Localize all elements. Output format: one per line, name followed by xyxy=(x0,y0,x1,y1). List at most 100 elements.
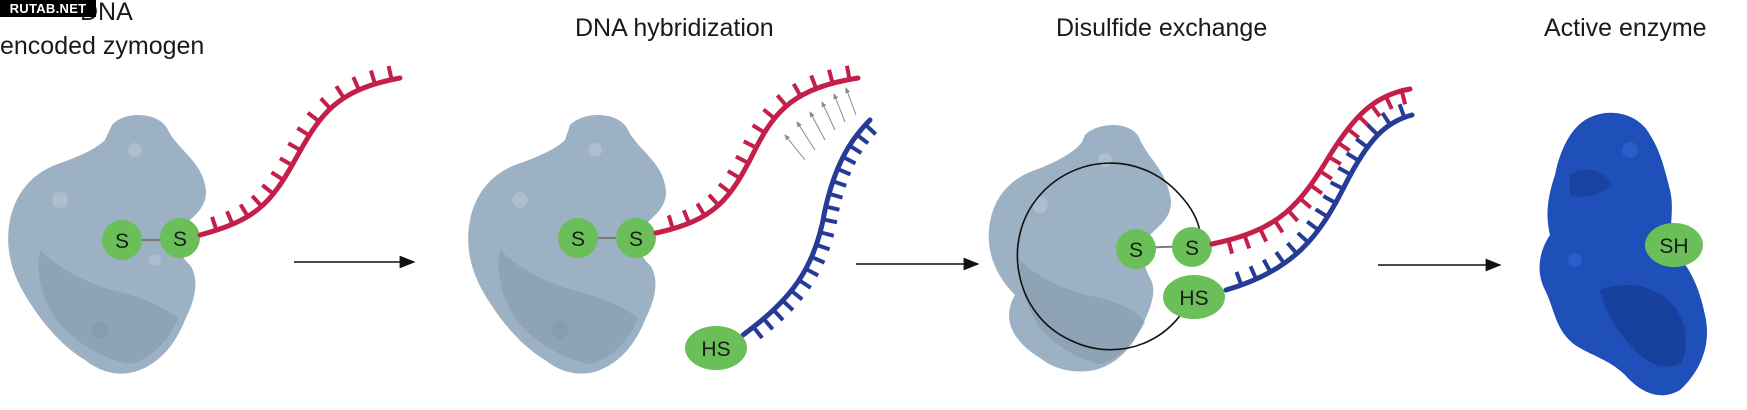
dna-base-tick xyxy=(1366,123,1380,137)
thiol-s-2b: S xyxy=(616,218,656,258)
thiol-s-3a: S xyxy=(1116,229,1156,269)
dna-base-tick xyxy=(681,209,691,224)
svg-text:S: S xyxy=(115,230,129,253)
dna-base-tick xyxy=(270,170,285,182)
dna-base-tick xyxy=(822,217,838,225)
dna-base-tick xyxy=(306,111,321,123)
svg-text:S: S xyxy=(571,228,585,251)
thiol-hs-3: HS xyxy=(1163,275,1225,319)
stage3-title: Disulfide exchange xyxy=(1056,14,1267,42)
dna-base-tick xyxy=(1399,90,1408,105)
dna-strand-red-1 xyxy=(197,65,403,238)
dna-base-tick xyxy=(775,93,788,108)
dna-base-tick xyxy=(1369,103,1382,118)
dna-base-tick xyxy=(695,202,707,217)
dna-base-tick xyxy=(1298,196,1313,210)
svg-text:S: S xyxy=(629,228,643,251)
dna-base-tick xyxy=(751,123,766,135)
svg-text:S: S xyxy=(1129,239,1143,262)
svg-text:HS: HS xyxy=(1179,287,1208,310)
svg-text:S: S xyxy=(1185,237,1199,260)
dna-base-tick xyxy=(287,141,302,152)
dna-base-tick xyxy=(1346,127,1361,140)
stage2-title: DNA hybridization xyxy=(575,14,774,42)
dna-base-tick xyxy=(855,133,870,145)
dna-base-tick xyxy=(809,74,819,90)
dna-base-tick xyxy=(1384,95,1394,110)
svg-text:HS: HS xyxy=(701,338,730,361)
stage1-title-line2: encoded zymogen xyxy=(0,32,204,60)
dna-base-tick xyxy=(1329,180,1345,191)
dna-base-tick xyxy=(827,69,835,84)
dna-base-tick xyxy=(1397,103,1407,119)
dna-base-tick xyxy=(1286,209,1300,223)
dna-base-tick xyxy=(1273,219,1285,234)
dna-base-tick xyxy=(864,123,878,136)
dna-base-tick xyxy=(296,126,311,138)
dna-base-tick xyxy=(1314,207,1329,219)
dna-base-tick xyxy=(1380,111,1392,126)
dna-base-tick xyxy=(819,230,835,238)
dna-base-tick xyxy=(1322,194,1337,205)
dna-base-tick xyxy=(1248,265,1259,280)
dna-base-tick xyxy=(1357,114,1371,128)
dna-base-tick xyxy=(762,107,776,120)
dna-base-tick xyxy=(815,242,831,252)
dna-base-tick xyxy=(832,179,847,188)
dna-base-tick xyxy=(351,76,361,91)
dna-base-tick xyxy=(790,289,804,301)
dna-base-tick xyxy=(1309,183,1324,195)
dna-base-tick xyxy=(751,325,764,340)
dna-base-tick xyxy=(781,299,795,312)
dna-base-tick xyxy=(828,191,844,200)
dna-strand-blue-3 xyxy=(1223,103,1415,293)
dna-base-tick xyxy=(1327,155,1342,166)
dna-base-tick xyxy=(319,97,332,110)
dna-base-tick xyxy=(726,169,741,180)
dna-base-tick xyxy=(1242,234,1252,250)
dna-base-tick xyxy=(1261,258,1273,273)
dna-strand-red-3 xyxy=(1209,86,1413,255)
dna-base-tick xyxy=(225,210,235,225)
dna-base-tick xyxy=(1296,231,1310,244)
thiol-s-3b: S xyxy=(1172,227,1212,267)
dna-base-tick xyxy=(797,278,812,290)
dna-base-tick xyxy=(717,182,732,195)
dna-base-tick xyxy=(707,193,720,207)
svg-text:SH: SH xyxy=(1659,235,1688,258)
exchange-circle xyxy=(1016,162,1201,351)
hybridization-hint-arrows xyxy=(784,87,857,161)
dna-strand-blue-2 xyxy=(740,117,878,340)
dna-base-tick xyxy=(734,154,750,165)
active-enzyme xyxy=(1539,112,1708,396)
thiol-s-2a: S xyxy=(558,218,598,258)
dna-base-tick xyxy=(1226,239,1234,255)
dna-base-tick xyxy=(1336,141,1351,153)
dna-base-tick xyxy=(771,308,785,322)
dna-base-tick xyxy=(844,65,852,80)
dna-base-tick xyxy=(334,85,346,100)
thiol-hs-2: HS xyxy=(685,326,747,370)
dna-base-tick xyxy=(1305,219,1320,232)
thiol-sh-4: SH xyxy=(1645,223,1703,267)
dna-base-tick xyxy=(1258,227,1269,243)
dna-base-tick xyxy=(848,143,863,155)
stage4-title: Active enzyme xyxy=(1544,14,1707,42)
thiol-s-1b: S xyxy=(160,218,200,258)
dna-base-tick xyxy=(810,255,826,265)
dna-strand-red-2 xyxy=(653,65,861,236)
watermark-badge: RUTAB.NET xyxy=(0,0,96,17)
dna-base-tick xyxy=(666,214,675,230)
dna-base-tick xyxy=(369,69,377,85)
dna-base-tick xyxy=(742,139,758,150)
dna-base-tick xyxy=(250,194,264,208)
dna-base-tick xyxy=(825,204,840,212)
dna-base-tick xyxy=(804,267,820,278)
dna-base-tick xyxy=(1285,241,1299,255)
dna-base-tick xyxy=(1318,169,1333,181)
dna-base-tick xyxy=(1337,166,1352,177)
dna-base-tick xyxy=(386,65,394,81)
dna-base-tick xyxy=(278,156,294,167)
dna-base-tick xyxy=(1234,271,1244,286)
